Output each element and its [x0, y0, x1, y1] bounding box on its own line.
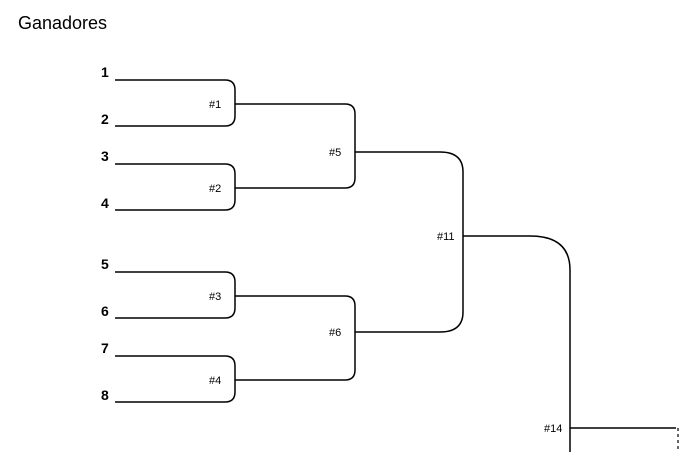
match-2-label: #2: [209, 183, 221, 195]
seed-7-label: 7: [101, 340, 109, 356]
seed-5-label: 5: [101, 256, 109, 272]
seed-6-label: 6: [101, 303, 109, 319]
match-6-label: #6: [329, 327, 341, 339]
match-3-label: #3: [209, 291, 221, 303]
match-4-connector: [115, 355, 356, 403]
seed-2-label: 2: [101, 111, 109, 127]
seed-3-label: 3: [101, 148, 109, 164]
seed-1-label: 1: [101, 64, 109, 80]
match-1-connector: [115, 79, 356, 127]
match-3-connector: [115, 271, 356, 319]
match-6-connector: [354, 236, 464, 370]
match-11-label: #11: [437, 231, 455, 243]
bracket-title: Ganadores: [18, 13, 108, 33]
match-1-label: #1: [209, 99, 221, 111]
seed-4-label: 4: [101, 195, 109, 211]
match-14-label: #14: [544, 423, 562, 435]
match-5-connector: [354, 114, 464, 236]
match-5-label: #5: [329, 147, 341, 159]
seed-8-label: 8: [101, 387, 109, 403]
match-11-connector: [463, 235, 571, 452]
match-4-label: #4: [209, 375, 221, 387]
match-2-connector: [115, 163, 356, 211]
